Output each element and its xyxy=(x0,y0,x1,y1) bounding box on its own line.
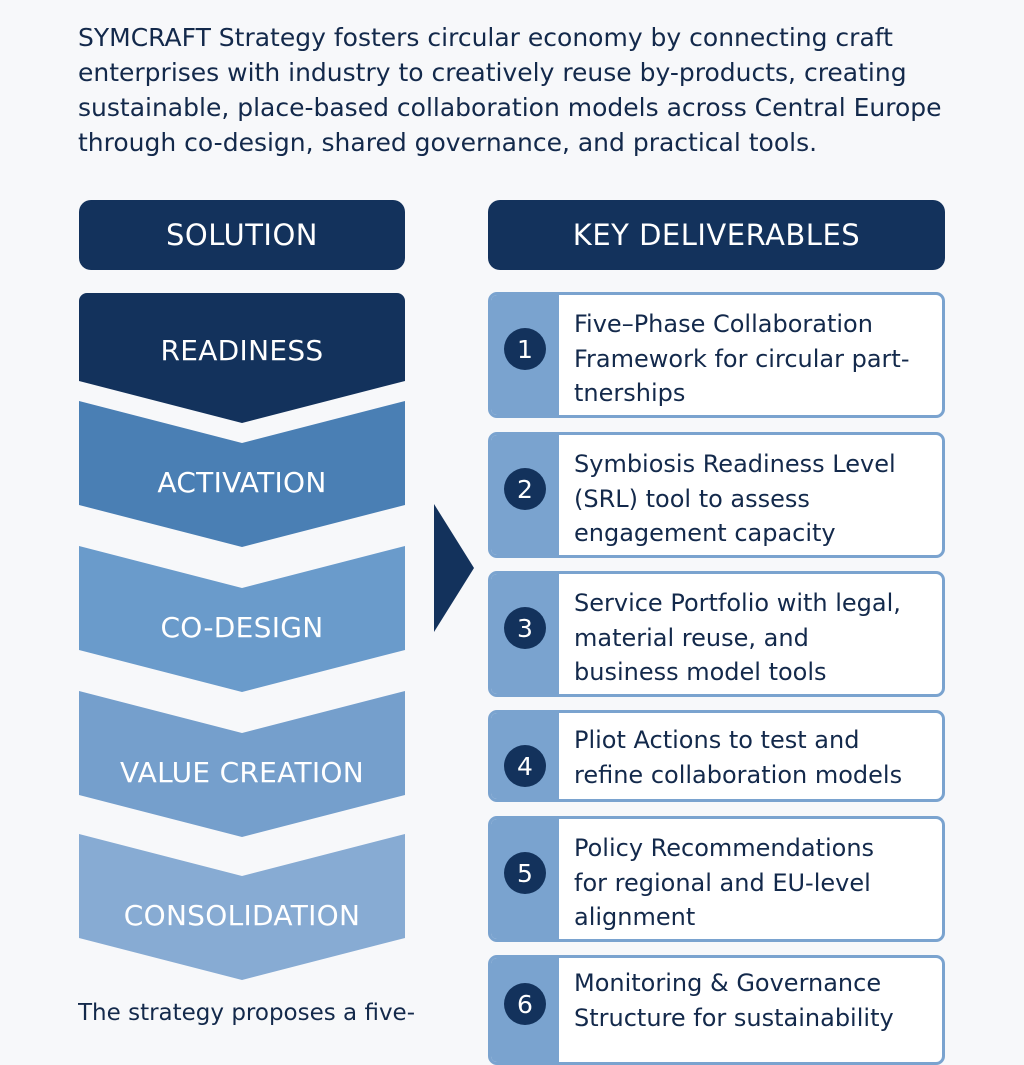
deliverable-line: (SRL) tool to assess xyxy=(574,484,810,513)
solution-header: SOLUTION xyxy=(79,200,405,270)
deliverable-line: material reuse, and xyxy=(574,623,809,652)
key-deliverables-header-label: KEY DELIVERABLES xyxy=(572,218,861,252)
key-deliverables-header: KEY DELIVERABLES xyxy=(488,200,945,270)
deliverable-line: for regional and EU-level xyxy=(574,868,871,897)
deliverable-line: Framework for circular part- xyxy=(574,344,910,373)
phase-chevron-readiness: READINESS xyxy=(79,293,405,423)
deliverable-text: Policy Recommendations for regional and … xyxy=(574,831,928,935)
deliverable-text: Monitoring & Governance Structure for su… xyxy=(574,966,928,1035)
deliverable-line: tnerships xyxy=(574,379,686,407)
deliverable-text: Service Portfolio with legal, material r… xyxy=(574,586,928,690)
deliverable-number-badge: 3 xyxy=(504,607,546,649)
right-arrow-icon xyxy=(434,504,474,632)
deliverable-card: 2 Symbiosis Readiness Level (SRL) tool t… xyxy=(488,432,945,558)
deliverable-line: Policy Recommendations xyxy=(574,834,875,862)
deliverable-line: refine collaboration models xyxy=(574,760,903,789)
deliverable-number-badge: 5 xyxy=(504,852,546,894)
deliverable-line: Pliot Actions to test and xyxy=(574,726,860,754)
deliverable-line: Five–Phase Collaboration xyxy=(574,310,873,338)
intro-line: through co-design, shared governance, an… xyxy=(78,128,818,157)
intro-line: sustainable, place-based collaboration m… xyxy=(78,93,942,122)
deliverable-number-badge: 1 xyxy=(504,328,546,370)
deliverable-line: Structure for sustainability xyxy=(574,1003,894,1032)
solution-header-label: SOLUTION xyxy=(166,218,318,252)
deliverable-line: alignment xyxy=(574,903,696,931)
strategy-footnote: The strategy proposes a five- xyxy=(78,1000,416,1026)
deliverable-text: Pliot Actions to test and refine collabo… xyxy=(574,723,928,792)
deliverable-text: Five–Phase Collaboration Framework for c… xyxy=(574,307,928,411)
deliverable-line: Symbiosis Readiness Level xyxy=(574,450,896,478)
deliverable-number-badge: 4 xyxy=(504,745,546,787)
phase-label: READINESS xyxy=(160,333,324,367)
phase-chevron-co-design: CO-DESIGN xyxy=(79,546,405,692)
phase-label: CONSOLIDATION xyxy=(123,898,361,932)
phase-label: ACTIVATION xyxy=(157,465,327,499)
deliverable-number-badge: 6 xyxy=(504,983,546,1025)
phase-label: VALUE CREATION xyxy=(119,755,365,789)
deliverable-line: Service Portfolio with legal, xyxy=(574,589,901,617)
deliverable-card: 6 Monitoring & Governance Structure for … xyxy=(488,955,945,1065)
intro-line: SYMCRAFT Strategy fosters circular econo… xyxy=(78,23,893,52)
deliverable-card: 1 Five–Phase Collaboration Framework for… xyxy=(488,292,945,418)
phase-chevron-consolidation: CONSOLIDATION xyxy=(79,834,405,980)
deliverable-line: Monitoring & Governance xyxy=(574,969,882,997)
deliverables-list: 1 Five–Phase Collaboration Framework for… xyxy=(488,292,945,1065)
deliverable-card: 5 Policy Recommendations for regional an… xyxy=(488,816,945,942)
intro-line: enterprises with industry to creatively … xyxy=(78,58,907,87)
deliverable-line: engagement capacity xyxy=(574,519,836,547)
phase-label: CO-DESIGN xyxy=(160,610,324,644)
deliverable-card: 3 Service Portfolio with legal, material… xyxy=(488,571,945,697)
deliverable-line: business model tools xyxy=(574,658,827,686)
deliverable-number-badge: 2 xyxy=(504,468,546,510)
phase-chevron-stack: READINESS ACTIVATION CO-DESIGN VALUE CRE… xyxy=(79,293,405,1013)
intro-paragraph: SYMCRAFT Strategy fosters circular econo… xyxy=(78,20,958,160)
phase-chevron-value-creation: VALUE CREATION xyxy=(79,691,405,837)
deliverable-card: 4 Pliot Actions to test and refine colla… xyxy=(488,710,945,802)
deliverable-text: Symbiosis Readiness Level (SRL) tool to … xyxy=(574,447,928,551)
